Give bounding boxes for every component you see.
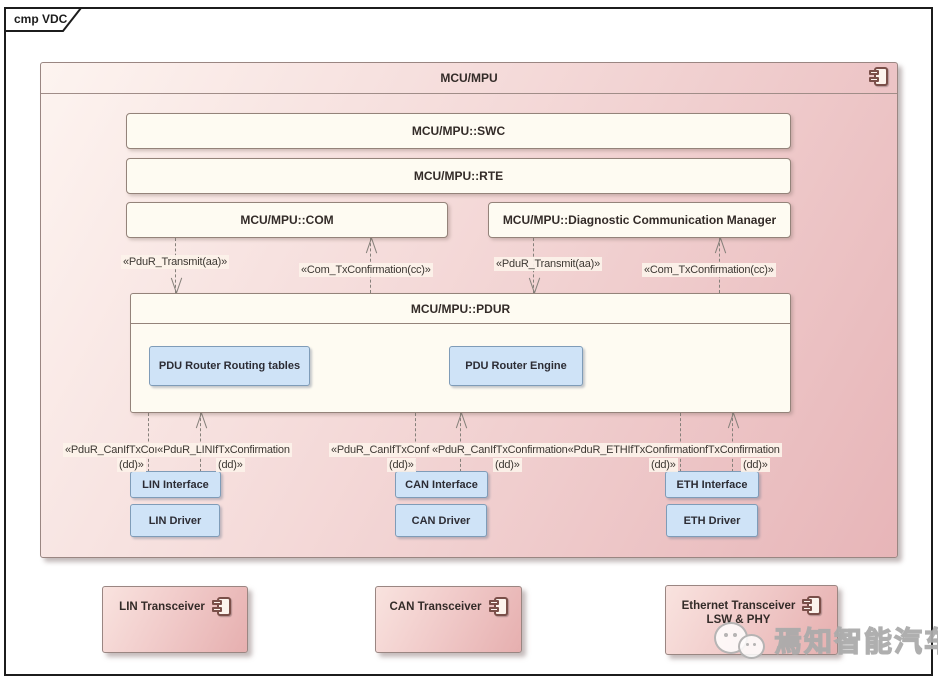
box-pdur-title: MCU/MPU::PDUR (410, 302, 511, 316)
routing-tables-label: PDU Router Routing tables (158, 360, 301, 372)
frame-tab (4, 7, 84, 32)
box-eth-driver: ETH Driver (666, 504, 758, 537)
arrowhead-up-icon (713, 238, 727, 254)
box-com-label: MCU/MPU::COM (240, 213, 334, 227)
label-lin-confirmation-row: «PduR_CanIfTxCoı«PduR_LINIfTxConfirmatio… (63, 443, 292, 457)
can-interface-label: CAN Interface (405, 478, 478, 491)
component-can-transceiver: CAN Transceiver (375, 586, 522, 653)
box-pdur-header: MCU/MPU::PDUR (131, 294, 790, 324)
component-mcu-mpu: MCU/MPU MCU/MPU::SWC MCU/MPU::RTE MCU/MP… (40, 62, 898, 558)
label-dd-can-right: (dd)» (493, 458, 522, 472)
eth-interface-label: ETH Interface (676, 478, 748, 491)
arrowhead-down-icon (169, 277, 183, 293)
connector-pdur-can-transmit (415, 413, 416, 472)
label-dd-lin-right: (dd)» (216, 458, 245, 472)
wechat-bubble-small-icon (738, 634, 765, 659)
lin-interface-label: LIN Interface (142, 478, 209, 491)
arrowhead-up-icon (364, 238, 378, 254)
connector-can-txconfirmation (460, 413, 461, 472)
box-swc: MCU/MPU::SWC (126, 113, 791, 149)
arrowhead-up-icon (194, 413, 208, 429)
connector-pdur-eth-transmit (680, 413, 681, 472)
component-icon (869, 67, 888, 86)
box-pdu-router-routing-tables: PDU Router Routing tables (149, 346, 310, 386)
box-swc-label: MCU/MPU::SWC (411, 124, 506, 138)
label-dd-eth-right: (dd)» (741, 458, 770, 472)
box-pdur: MCU/MPU::PDUR PDU Router Routing tables … (130, 293, 791, 413)
frame-tab-label: cmp VDC (14, 12, 68, 26)
watermark-text: 焉知智能汽车 (773, 625, 938, 657)
box-can-driver: CAN Driver (395, 504, 487, 537)
box-lin-interface: LIN Interface (130, 471, 221, 498)
lin-transceiver-title: LIN Transceiver (119, 601, 205, 613)
component-icon (802, 596, 822, 615)
box-com: MCU/MPU::COM (126, 202, 448, 238)
label-com-txconfirmation: «Com_TxConfirmation(cc)» (299, 263, 433, 277)
connector-eth-txconfirmation (732, 413, 733, 472)
mcu-mpu-header: MCU/MPU (41, 63, 897, 94)
box-rte-label: MCU/MPU::RTE (413, 169, 504, 183)
ethernet-transceiver-title: Ethernet Transceiver (681, 600, 796, 612)
can-transceiver-title: CAN Transceiver (389, 601, 482, 613)
connector-lin-txconfirmation (200, 413, 201, 472)
mcu-mpu-title: MCU/MPU (440, 71, 498, 85)
label-dd-lin-left: (dd)» (117, 458, 146, 472)
lin-driver-label: LIN Driver (148, 514, 202, 527)
label-com-transmit: «PduR_Transmit(aa)» (121, 255, 230, 269)
arrowhead-up-icon (726, 413, 740, 429)
box-eth-interface: ETH Interface (665, 471, 759, 498)
box-dcm: MCU/MPU::Diagnostic Communication Manage… (488, 202, 791, 238)
label-dcm-txconfirmation: «Com_TxConfirmation(cc)» (642, 263, 776, 277)
label-dd-can-left: (dd)» (387, 458, 416, 472)
component-lin-transceiver: LIN Transceiver (102, 586, 248, 653)
box-lin-driver: LIN Driver (130, 504, 220, 537)
label-can-eth-confirmation-row: «PduR_CanIfTxConf «PduR_CanIfTxConfirmat… (329, 443, 782, 457)
box-can-interface: CAN Interface (395, 471, 488, 498)
watermark: 焉知智能汽车 (712, 612, 938, 666)
arrowhead-down-icon (527, 277, 541, 293)
box-pdu-router-engine: PDU Router Engine (449, 346, 583, 386)
eth-driver-label: ETH Driver (683, 514, 741, 527)
box-rte: MCU/MPU::RTE (126, 158, 791, 194)
label-dd-eth-left: (dd)» (649, 458, 678, 472)
component-icon (211, 597, 231, 616)
connector-pdur-lin-transmit (148, 413, 149, 472)
arrowhead-up-icon (454, 413, 468, 429)
label-dcm-transmit: «PduR_Transmit(aa)» (494, 257, 603, 271)
can-driver-label: CAN Driver (411, 514, 471, 527)
component-icon (488, 597, 508, 616)
engine-label: PDU Router Engine (465, 360, 567, 372)
box-dcm-label: MCU/MPU::Diagnostic Communication Manage… (502, 213, 777, 227)
